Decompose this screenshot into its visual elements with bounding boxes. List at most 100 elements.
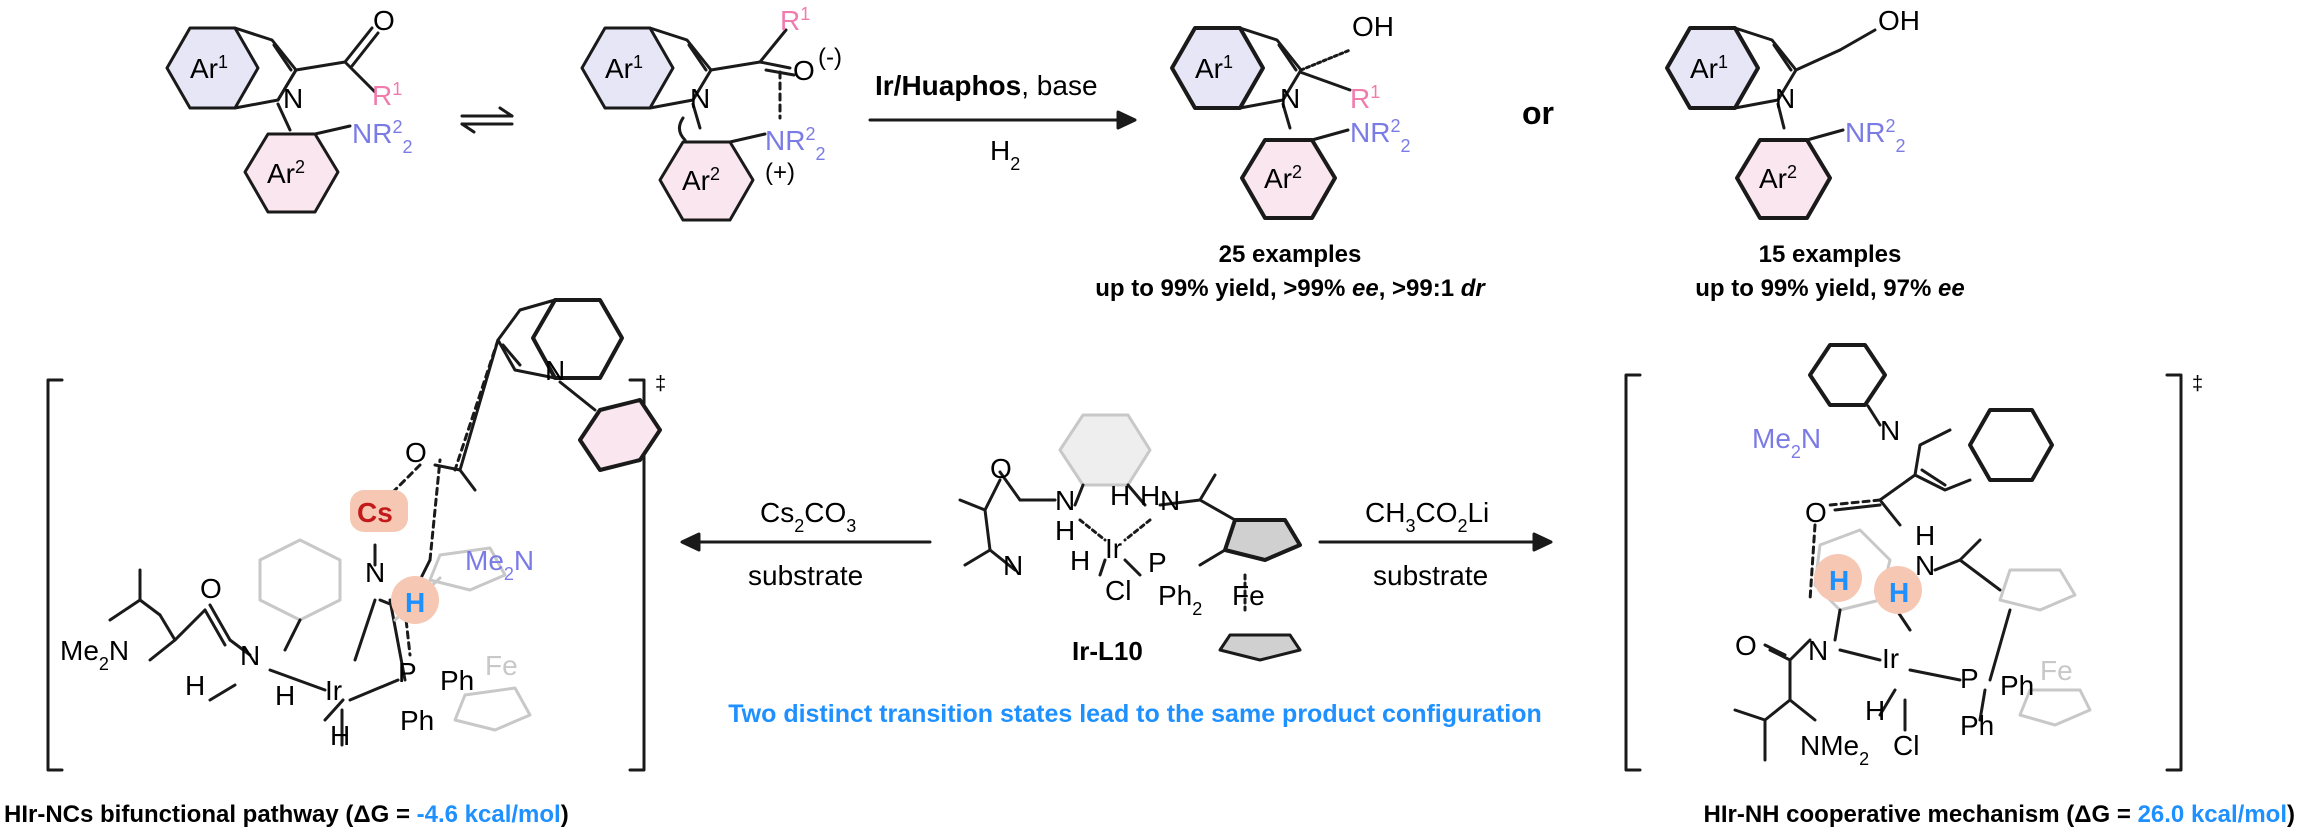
left-ts-ir-label: Ir	[325, 675, 342, 706]
catalyst-n1-label: N	[1055, 485, 1075, 516]
left-ts-h2-label: H	[275, 680, 295, 711]
left-cs-highlight	[350, 490, 408, 532]
right-ts-p-label: P	[1960, 663, 1979, 694]
right-arrow-bottom-label: substrate	[1373, 560, 1488, 591]
product2-nr-label: NR22	[1845, 116, 1905, 156]
product2-ar1-label: Ar1	[1690, 52, 1728, 84]
intermediate-minus-label: (-)	[818, 44, 842, 71]
right-ts-h-left-label: H	[1829, 565, 1849, 596]
right-ts-bracket-left	[1624, 373, 1642, 772]
catalyst-h1-label: H	[1055, 515, 1075, 546]
left-ts-h1-label: H	[185, 670, 205, 701]
right-arrow-top-label: CH3CO2Li	[1365, 497, 1489, 536]
right-ts-ph1-label: Ph	[2000, 670, 2034, 701]
substrate-ar1-label: Ar1	[190, 52, 228, 84]
right-ts-structure	[1624, 343, 2183, 772]
left-ts-p-label: P	[398, 657, 417, 688]
right-ts-o-label: O	[1805, 497, 1827, 528]
product2-n-label: N	[1775, 83, 1795, 114]
arrow-condition-bottom: H2	[990, 135, 1020, 174]
product1-structure	[1170, 26, 1352, 220]
left-ts-cs-label: Cs	[357, 497, 393, 528]
right-ts-fe-label: Fe	[2040, 655, 2073, 686]
catalyst-structure	[958, 413, 1302, 662]
right-ts-n-label: N	[1808, 635, 1828, 666]
left-ts-n2-label: N	[240, 640, 260, 671]
intermediate-ar2-label: Ar2	[682, 164, 720, 196]
catalyst-h2-label: H	[1110, 480, 1130, 511]
product2-yield: up to 99% yield, 97% ee	[1695, 275, 1964, 302]
substrate-n-label: N	[283, 83, 303, 114]
left-ts-h3-label: H	[330, 720, 350, 751]
substrate-o-label: O	[373, 5, 395, 36]
product2-ar2-label: Ar2	[1759, 162, 1797, 194]
or-label: or	[1522, 95, 1554, 131]
left-ts-bracket-left	[46, 378, 64, 772]
catalyst-ph-label: Ph2	[1158, 580, 1202, 619]
right-ts-caption: HIr-NH cooperative mechanism (ΔG = 26.0 …	[1704, 801, 2296, 828]
product1-n-label: N	[1280, 83, 1300, 114]
right-ts-nme2-label: NMe2	[1800, 730, 1869, 769]
intermediate-o-label: O	[793, 55, 815, 86]
left-ts-structure	[46, 298, 662, 772]
catalyst-h3-label: H	[1140, 480, 1160, 511]
right-ts-dagger: ‡	[2192, 373, 2203, 395]
center-note: Two distinct transition states lead to t…	[728, 700, 1542, 728]
left-ts-ph1-label: Ph	[440, 665, 474, 696]
right-ts-me2n-label: Me2N	[1752, 423, 1821, 462]
intermediate-ar1-label: Ar1	[605, 52, 643, 84]
left-ts-fe-label: Fe	[485, 650, 518, 681]
intermediate-plus-label: (+)	[765, 159, 795, 186]
substrate-nr-label: NR22	[352, 117, 412, 157]
product2-examples: 15 examples	[1759, 241, 1902, 268]
product1-r1-label: R1	[1350, 82, 1380, 114]
arrow-condition-top: Ir/Huaphos, base	[875, 70, 1098, 101]
left-ts-n1-label: N	[365, 557, 385, 588]
catalyst-o-label: O	[990, 453, 1012, 484]
left-ts-ph2-label: Ph	[400, 705, 434, 736]
right-h-right-highlight	[1874, 566, 1922, 614]
product1-examples: 25 examples	[1219, 241, 1362, 268]
product1-oh-label: OH	[1352, 11, 1394, 42]
left-ts-n-indole-label: N	[545, 355, 565, 386]
left-ts-h-highlight-label: H	[405, 587, 425, 618]
right-ts-nh-h-label: H	[1915, 520, 1935, 551]
substrate-ar2-label: Ar2	[267, 157, 305, 189]
equilibrium-arrows	[460, 106, 514, 134]
left-ts-me2n-left-label: Me2N	[60, 635, 129, 674]
catalyst-cl-label: Cl	[1105, 575, 1131, 606]
right-ts-nh-n-label: N	[1915, 550, 1935, 581]
right-ts-h-right-label: H	[1889, 577, 1909, 608]
product2-oh-label: OH	[1878, 5, 1920, 36]
right-ts-n-indole-label: N	[1880, 415, 1900, 446]
substrate-r1-label: R1	[372, 79, 402, 111]
catalyst-n2-label: N	[1160, 485, 1180, 516]
product1-ar1-label: Ar1	[1195, 52, 1233, 84]
left-ts-bracket-right	[628, 378, 646, 772]
product1-nr-label: NR22	[1350, 116, 1410, 156]
right-ts-ph2-label: Ph	[1960, 710, 1994, 741]
intermediate-structure	[580, 26, 796, 222]
catalyst-fe-label: Fe	[1232, 580, 1265, 611]
product2-structure	[1665, 26, 1877, 220]
catalyst-nme-label: N	[1003, 550, 1023, 581]
left-arrow-bottom-label: substrate	[748, 560, 863, 591]
catalyst-ir-label: Ir	[1105, 533, 1122, 564]
left-ts-o2-label: O	[200, 573, 222, 604]
right-ts-cl-label: Cl	[1893, 730, 1919, 761]
catalyst-p-label: P	[1148, 547, 1167, 578]
intermediate-nr-label: NR22	[765, 124, 825, 164]
right-ts-o2-label: O	[1735, 630, 1757, 661]
right-h-left-highlight	[1814, 554, 1862, 602]
intermediate-n-label: N	[690, 83, 710, 114]
product1-yield: up to 99% yield, >99% ee, >99:1 dr	[1095, 275, 1486, 302]
intermediate-r1-label: R1	[780, 4, 810, 36]
substrate-structure	[165, 26, 380, 214]
catalyst-h4-label: H	[1070, 545, 1090, 576]
left-ts-caption: HIr-NCs bifunctional pathway (ΔG = -4.6 …	[4, 801, 569, 828]
catalyst-name-label: Ir-L10	[1072, 636, 1143, 666]
right-ts-h-label: H	[1865, 695, 1885, 726]
right-ts-bracket-right	[2165, 373, 2183, 772]
product1-ar2-label: Ar2	[1264, 162, 1302, 194]
